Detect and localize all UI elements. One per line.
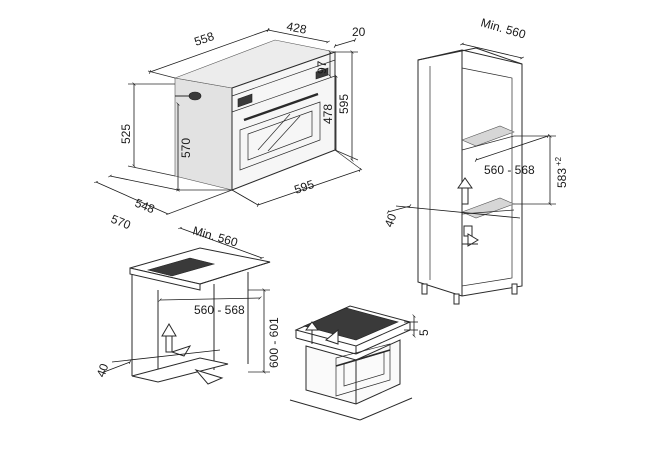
dim-428: 428 (285, 19, 308, 37)
base-unit-view: Min. 560 560 - 568 600 - 601 40 (94, 223, 281, 385)
hob-gap-5: 5 (417, 329, 431, 336)
base-niche-height: 600 - 601 (267, 317, 281, 368)
dim-478: 478 (321, 104, 335, 124)
base-niche-width: 560 - 568 (194, 303, 245, 317)
hob-detail-view: 5 (289, 305, 431, 421)
tall-niche-width: 560 - 568 (484, 163, 535, 177)
dim-570-bottom: 570 (109, 212, 133, 233)
dim-595-bottom: 595 (292, 177, 316, 197)
tall-rear-gap: 40 (382, 211, 400, 229)
dim-570-vertical: 570 (179, 138, 193, 158)
dim-20: 20 (352, 25, 366, 39)
dim-595-vertical: 595 (337, 94, 351, 114)
tall-unit-view: Min. 560 560 - 568 583 +2 40 (382, 15, 569, 305)
dim-525: 525 (119, 124, 133, 144)
dim-558: 558 (192, 29, 216, 49)
dim-97: 97 (315, 60, 329, 74)
tall-niche-height: 583 (555, 168, 569, 188)
oven-isometric-view: 558 428 20 97 478 595 525 570 595 (93, 19, 366, 233)
base-rear-gap: 40 (94, 361, 112, 379)
tall-min-560: Min. 560 (479, 15, 527, 41)
tall-niche-height-tolerance: +2 (554, 156, 563, 166)
dim-548: 548 (133, 196, 157, 217)
base-min-560: Min. 560 (191, 223, 239, 249)
